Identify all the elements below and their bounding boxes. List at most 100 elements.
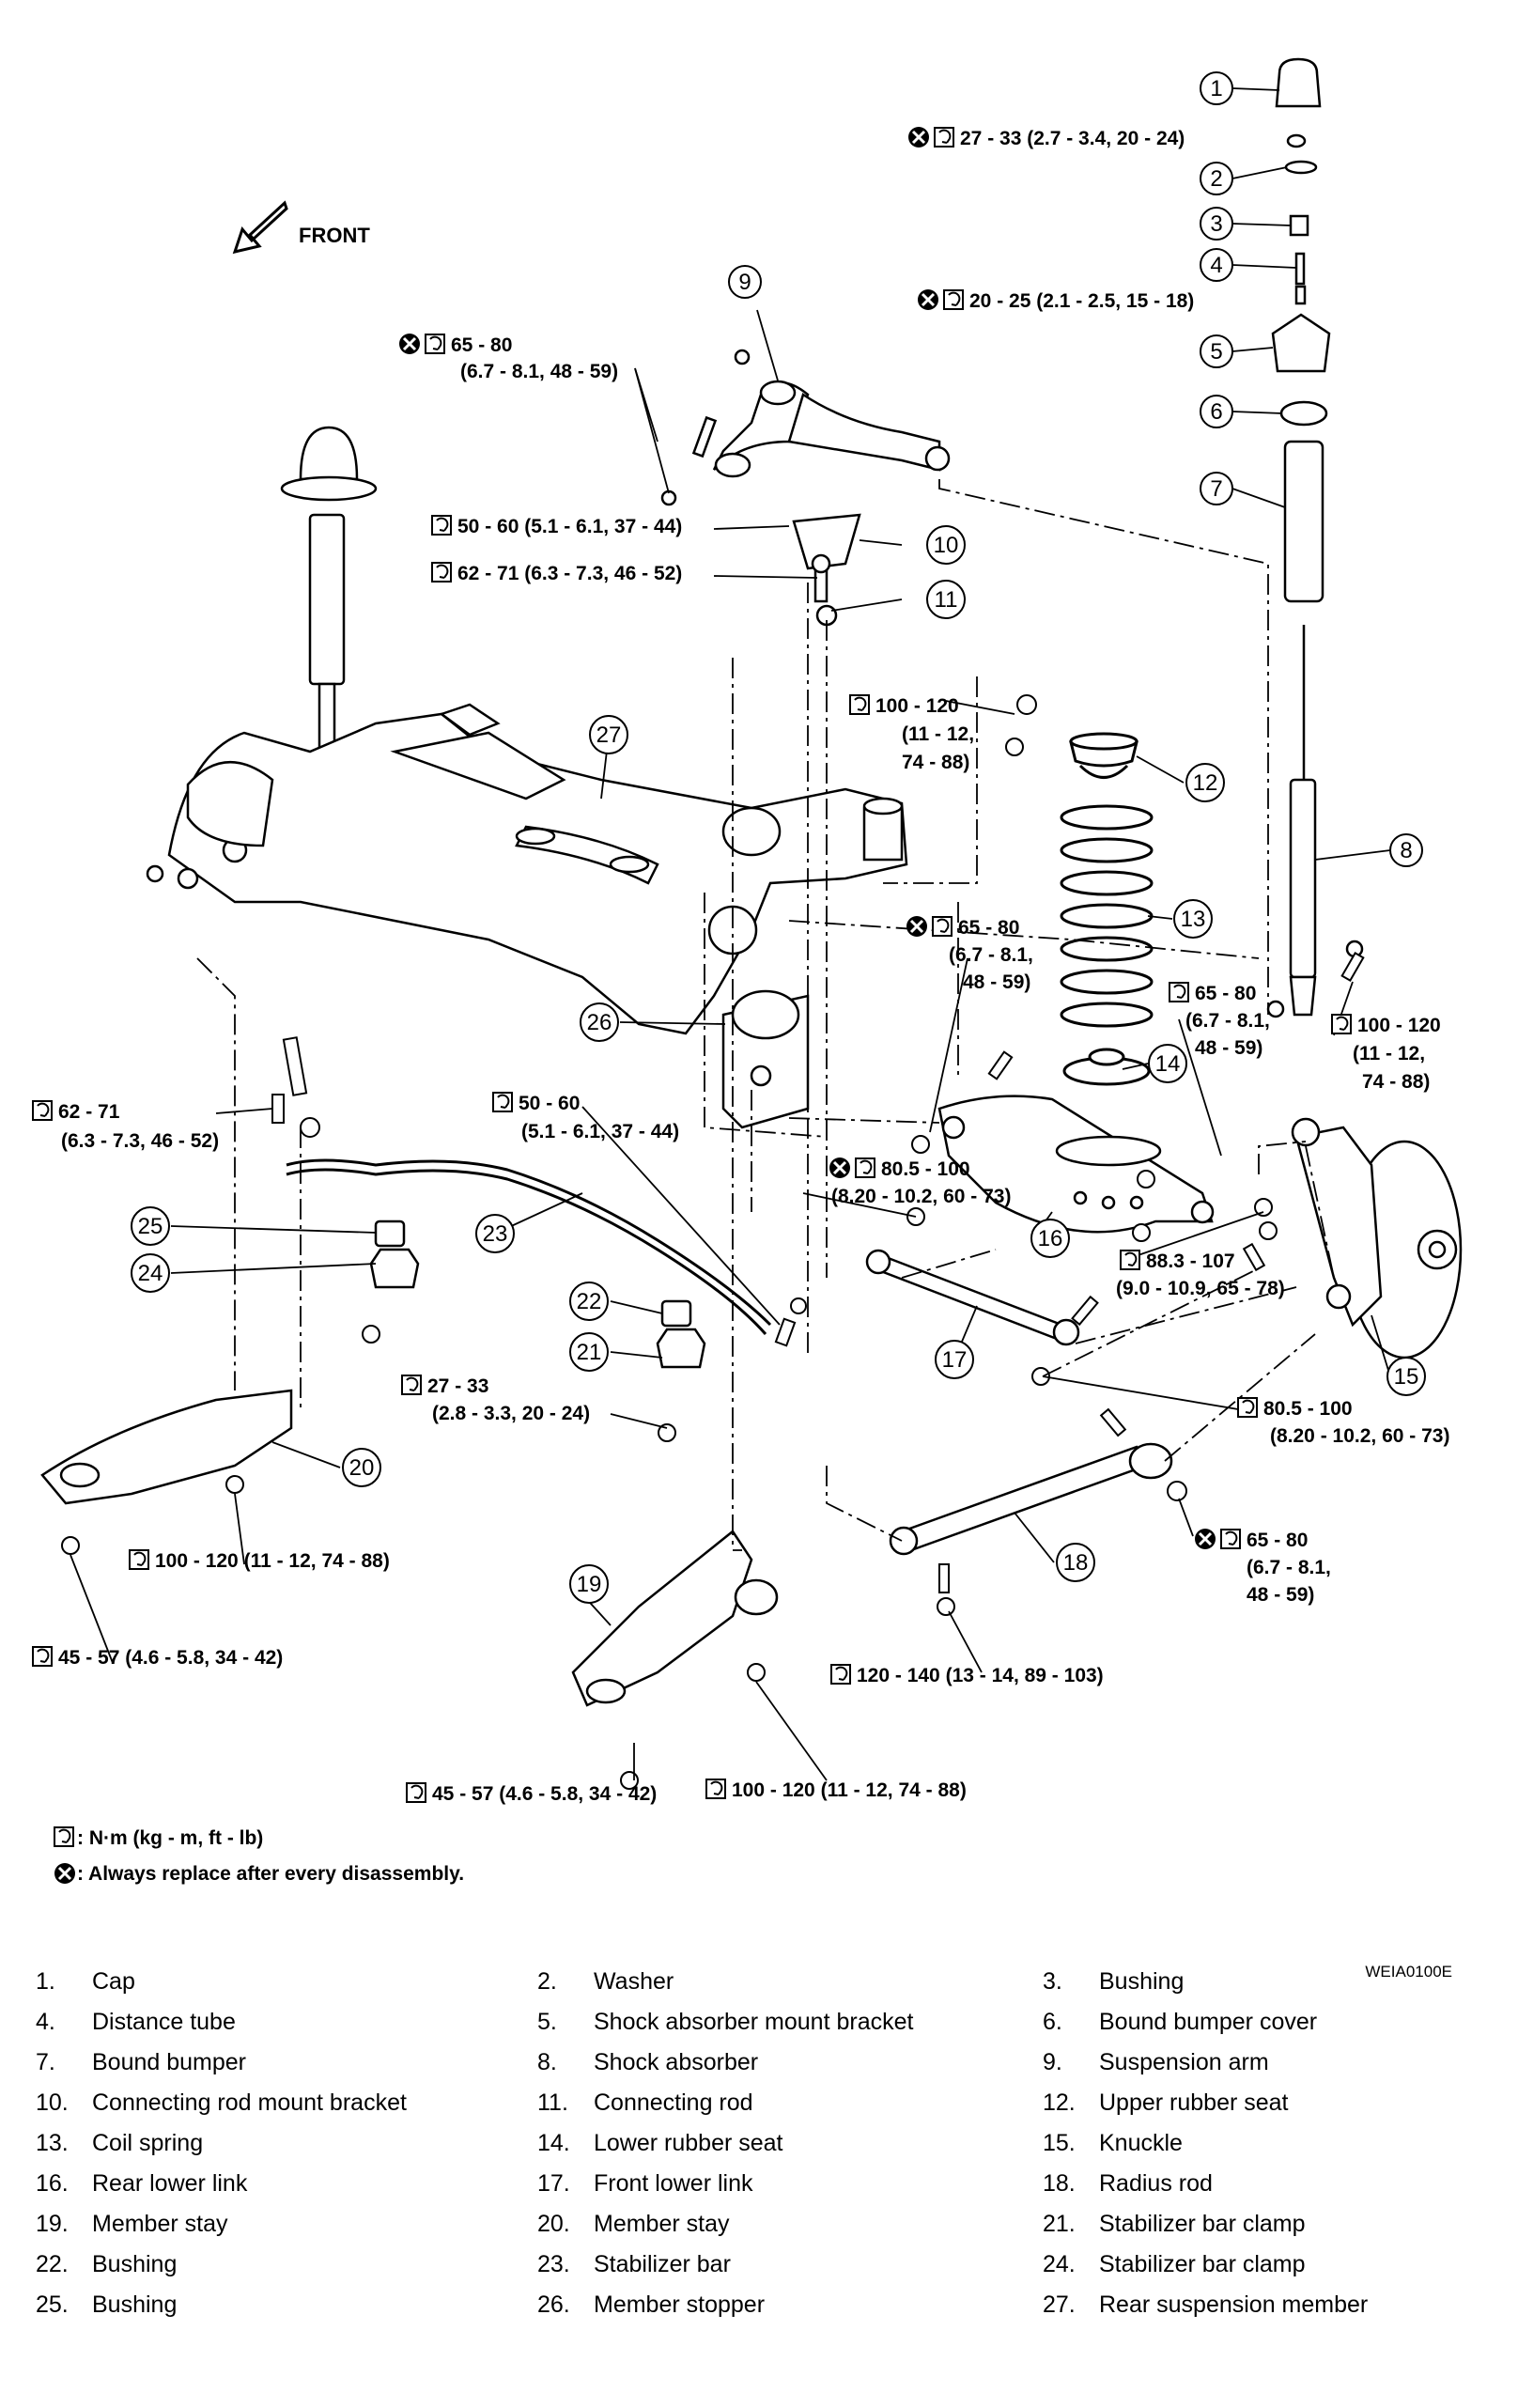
torque-label-t10: 62 - 71 (6.3 - 7.3, 46 - 52) bbox=[32, 1100, 219, 1152]
callout-16: 16 bbox=[1030, 1219, 1070, 1258]
svg-text:65 - 80: 65 - 80 bbox=[451, 334, 512, 356]
callout-15: 15 bbox=[1386, 1357, 1426, 1396]
svg-text:11: 11 bbox=[935, 587, 958, 613]
torque-label-t8: 65 - 80 (6.7 - 8.1, 48 - 59) bbox=[1169, 982, 1270, 1059]
part-name: Bushing bbox=[92, 2251, 178, 2277]
svg-text:14: 14 bbox=[1155, 1051, 1181, 1077]
callout-19: 19 bbox=[569, 1564, 609, 1604]
part-name: Rear suspension member bbox=[1099, 2291, 1369, 2318]
part-name: Cap bbox=[92, 1968, 135, 1995]
torque-wrench-icon bbox=[54, 1826, 74, 1847]
svg-text:48 - 59): 48 - 59) bbox=[1195, 1037, 1262, 1059]
parts-list-item: 16.Rear lower link bbox=[36, 2170, 247, 2198]
torque-label-t4: 50 - 60 (5.1 - 6.1, 37 - 44) bbox=[431, 515, 682, 537]
callout-14: 14 bbox=[1148, 1044, 1187, 1083]
svg-text:10: 10 bbox=[934, 533, 959, 558]
svg-text:26: 26 bbox=[587, 1010, 612, 1035]
svg-text:100 - 120 (11 - 12, 74 - 88): 100 - 120 (11 - 12, 74 - 88) bbox=[732, 1779, 967, 1801]
parts-list-item: 19.Member stay bbox=[36, 2211, 227, 2238]
parts-list-item: 13.Coil spring bbox=[36, 2130, 203, 2157]
callout-7: 7 bbox=[1200, 472, 1233, 505]
part-number: 3. bbox=[1043, 1968, 1062, 1995]
replace-icon bbox=[53, 1861, 77, 1886]
front-lower-link bbox=[865, 1249, 1080, 1346]
torque-labels: 27 - 33 (2.7 - 3.4, 20 - 24) 20 - 25 (2.… bbox=[32, 125, 1449, 1805]
part-number: 10. bbox=[36, 2090, 69, 2116]
callout-6: 6 bbox=[1200, 395, 1233, 428]
part-name: Radius rod bbox=[1099, 2170, 1213, 2197]
part-name: Upper rubber seat bbox=[1099, 2090, 1289, 2116]
callout-9: 9 bbox=[728, 265, 762, 299]
svg-text:20: 20 bbox=[349, 1455, 375, 1481]
part-number: 24. bbox=[1043, 2251, 1076, 2277]
parts-list-item: 17.Front lower link bbox=[537, 2170, 753, 2198]
radius-rod bbox=[889, 1442, 1173, 1556]
alignment-lines bbox=[196, 479, 1335, 1551]
part-name: Connecting rod mount bracket bbox=[92, 2090, 407, 2116]
part-number: 11. bbox=[537, 2090, 568, 2116]
stabilizer-bar bbox=[286, 1158, 772, 1335]
svg-text:4: 4 bbox=[1210, 253, 1222, 278]
part-number: 4. bbox=[36, 2009, 55, 2035]
svg-text:74 - 88): 74 - 88) bbox=[902, 752, 969, 773]
svg-text:74 - 88): 74 - 88) bbox=[1362, 1071, 1430, 1093]
torque-label-t18: 45 - 57 (4.6 - 5.8, 34 - 42) bbox=[32, 1646, 283, 1669]
svg-text:62 - 71 (6.3 - 7.3, 46 - 52): 62 - 71 (6.3 - 7.3, 46 - 52) bbox=[457, 563, 682, 584]
callout-13: 13 bbox=[1173, 899, 1213, 939]
svg-text:50 - 60: 50 - 60 bbox=[519, 1093, 580, 1114]
part-name: Washer bbox=[594, 1968, 674, 1995]
parts-list-item: 3.Bushing bbox=[1043, 1968, 1184, 1996]
torque-label-t12: 80.5 - 100 (8.20 - 10.2, 60 - 73) bbox=[828, 1156, 1011, 1207]
torque-label-t15: 80.5 - 100 (8.20 - 10.2, 60 - 73) bbox=[1237, 1397, 1449, 1447]
svg-text:48 - 59): 48 - 59) bbox=[1247, 1584, 1314, 1606]
part-name: Bound bumper bbox=[92, 2049, 247, 2075]
svg-text:(6.7 - 8.1,: (6.7 - 8.1, bbox=[949, 944, 1033, 966]
svg-text:21: 21 bbox=[577, 1340, 602, 1365]
parts-list-item: 4. Distance tube bbox=[36, 2009, 236, 2036]
svg-text:9: 9 bbox=[738, 270, 751, 295]
svg-text:65 - 80: 65 - 80 bbox=[958, 917, 1019, 939]
svg-text:25: 25 bbox=[138, 1214, 163, 1239]
svg-text:48 - 59): 48 - 59) bbox=[963, 971, 1030, 993]
svg-text:13: 13 bbox=[1181, 907, 1206, 932]
svg-text:80.5 - 100: 80.5 - 100 bbox=[881, 1158, 970, 1180]
callout-11: 11 bbox=[926, 580, 966, 619]
parts-list-item: 24.Stabilizer bar clamp bbox=[1043, 2251, 1306, 2278]
part-number: 15. bbox=[1043, 2130, 1076, 2156]
part-name: Distance tube bbox=[92, 2009, 236, 2035]
svg-text:23: 23 bbox=[483, 1221, 508, 1247]
part-name: Shock absorber bbox=[594, 2049, 759, 2075]
upper-mount-stack bbox=[1266, 57, 1364, 1018]
coil-spring bbox=[1060, 732, 1154, 1086]
callout-12: 12 bbox=[1185, 763, 1225, 802]
callout-24: 24 bbox=[131, 1253, 170, 1293]
svg-text:19: 19 bbox=[577, 1572, 602, 1597]
svg-text:45 - 57 (4.6 - 5.8, 34 - 42): 45 - 57 (4.6 - 5.8, 34 - 42) bbox=[432, 1783, 657, 1805]
part-name: Front lower link bbox=[594, 2170, 753, 2197]
figure-id: WEIA0100E bbox=[1365, 1963, 1452, 1981]
callout-22: 22 bbox=[569, 1282, 609, 1321]
svg-text:(5.1 - 6.1, 37 - 44): (5.1 - 6.1, 37 - 44) bbox=[521, 1121, 679, 1142]
parts-list-item: 6.Bound bumper cover bbox=[1043, 2009, 1317, 2036]
torque-label-t1: 27 - 33 (2.7 - 3.4, 20 - 24) bbox=[906, 125, 1185, 149]
torque-label-t21: 100 - 120 (11 - 12, 74 - 88) bbox=[705, 1779, 967, 1801]
svg-text:24: 24 bbox=[138, 1261, 163, 1286]
svg-text:50 - 60 (5.1 - 6.1, 37 - 44): 50 - 60 (5.1 - 6.1, 37 - 44) bbox=[457, 516, 682, 537]
torque-label-t5: 62 - 71 (6.3 - 7.3, 46 - 52) bbox=[431, 562, 682, 584]
part-number: 18. bbox=[1043, 2170, 1076, 2197]
legend: : N·m (kg - m, ft - lb) : Always replace… bbox=[53, 1826, 464, 1886]
callout-5: 5 bbox=[1200, 334, 1233, 368]
part-number: 9. bbox=[1043, 2049, 1062, 2075]
parts-list-item: 1.Cap bbox=[36, 1968, 135, 1996]
part-name: Stabilizer bar clamp bbox=[1099, 2211, 1306, 2237]
torque-label-t11: 50 - 60 (5.1 - 6.1, 37 - 44) bbox=[492, 1092, 679, 1142]
svg-text:1: 1 bbox=[1210, 76, 1222, 101]
svg-text:22: 22 bbox=[577, 1289, 602, 1314]
part-number: 5. bbox=[537, 2009, 557, 2035]
torque-label-t13: 88.3 - 107 (9.0 - 10.9, 65 - 78) bbox=[1116, 1250, 1285, 1299]
svg-text:18: 18 bbox=[1063, 1550, 1089, 1576]
svg-text:88.3 - 107: 88.3 - 107 bbox=[1146, 1251, 1235, 1272]
part-number: 14. bbox=[537, 2130, 570, 2156]
parts-list-item: 8.Shock absorber bbox=[537, 2049, 758, 2076]
parts-list-item: 2.Washer bbox=[537, 1968, 674, 1996]
